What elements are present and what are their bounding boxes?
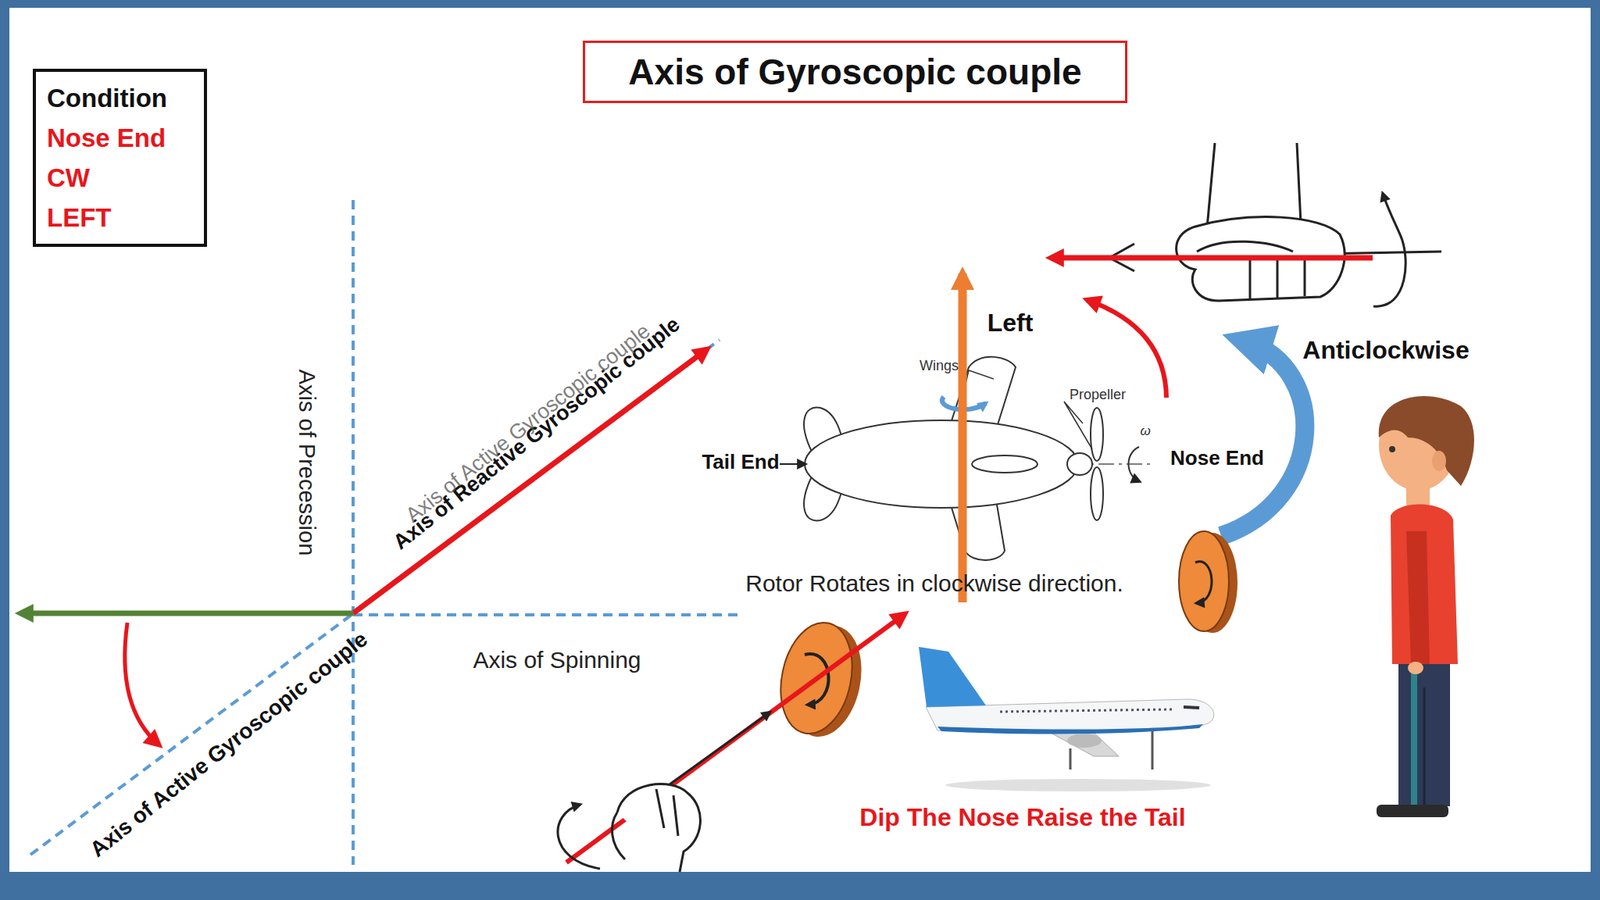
frame-part — [9, 7, 1591, 872]
right-hand-rule-top-part — [1373, 193, 1406, 307]
person-part — [1390, 504, 1458, 665]
note: Rotor Rotates in clockwise direction. — [745, 570, 1124, 597]
person-part — [1376, 804, 1449, 818]
part-name: Tail End — [701, 450, 779, 475]
condition-text: Condition — [46, 78, 193, 118]
aircraft-sketch-part — [971, 455, 1038, 473]
aircraft-sketch-part — [804, 420, 1079, 508]
part-name: Wings — [919, 357, 959, 375]
person-part — [1378, 396, 1475, 486]
right-hand-rule-bottom-part — [611, 812, 625, 860]
right-hand-rule-top — [1050, 142, 1442, 307]
axes-part — [353, 613, 743, 617]
person-part — [1432, 450, 1447, 472]
axis-label: Axis of Spinning — [472, 646, 641, 674]
direction-label: Left — [987, 308, 1034, 338]
person-part — [1407, 661, 1424, 675]
aircraft-sketch-part — [1090, 467, 1104, 521]
aircraft-sketch-part — [1090, 407, 1104, 461]
axis-label: Axis of Precession — [293, 369, 320, 557]
aircraft-sketch-part — [1064, 401, 1093, 450]
axes-part — [30, 339, 720, 855]
person-part — [1406, 531, 1430, 665]
aircraft-sketch-part — [1128, 446, 1140, 482]
person — [1376, 396, 1475, 818]
axes-part — [20, 610, 354, 617]
symbol-label: ω — [1139, 423, 1150, 440]
condition-text: Nose End — [46, 117, 193, 158]
axes-part — [125, 622, 159, 745]
aircraft-sketch-part — [1067, 453, 1093, 475]
precession-arrows-part — [1087, 300, 1167, 398]
axes-part — [353, 349, 708, 614]
axes — [20, 200, 743, 865]
airplane-photo-part — [1070, 731, 1153, 770]
person-part — [1398, 664, 1450, 807]
title-box: Axis of Gyroscopic couple — [582, 40, 1128, 104]
axes-part — [351, 200, 355, 865]
rotor-disk-bottom — [771, 615, 872, 743]
condition-box: ConditionNose EndCWLEFT — [32, 68, 208, 247]
rotor-disk-right-part — [1178, 531, 1229, 632]
person-part — [1389, 446, 1396, 453]
part-name: Propeller — [1069, 386, 1126, 404]
person-part — [1423, 687, 1426, 807]
airplane-photo — [918, 646, 1215, 792]
airplane-photo-part — [918, 646, 986, 708]
right-hand-rule-top-part — [1050, 255, 1373, 261]
direction-label: Anticlockwise — [1302, 335, 1469, 365]
rotor-disk-right-part — [1195, 561, 1212, 604]
aircraft-sketch-part — [779, 463, 805, 465]
airplane-photo-part — [937, 724, 1204, 734]
condition-text: CW — [46, 157, 193, 198]
part-name: Nose End — [1170, 446, 1265, 471]
effect-note: Dip The Nose Raise the Tail — [859, 803, 1186, 833]
aircraft-sketch-part — [962, 370, 994, 397]
right-hand-rule-top-part — [1207, 142, 1301, 229]
right-hand-rule-top-part — [1196, 241, 1293, 252]
airplane-photo-part — [1183, 707, 1200, 708]
airplane-photo-part — [945, 778, 1211, 792]
rotor-disk-right — [1178, 531, 1238, 633]
aircraft-sketch-part — [949, 500, 1005, 561]
right-hand-rule-top-part — [1250, 256, 1305, 299]
precession-arrows — [962, 273, 1305, 603]
right-hand-rule-bottom-part — [557, 804, 600, 869]
right-hand-rule-bottom-part — [656, 789, 679, 836]
person-part — [1410, 664, 1418, 805]
right-hand-rule-bottom-part — [617, 784, 700, 872]
precession-arrows-part — [958, 273, 968, 603]
precession-arrows-part — [1221, 342, 1305, 536]
airplane-photo-part — [1000, 709, 1172, 712]
airplane-photo-part — [1067, 733, 1102, 748]
condition-text: LEFT — [46, 197, 193, 238]
